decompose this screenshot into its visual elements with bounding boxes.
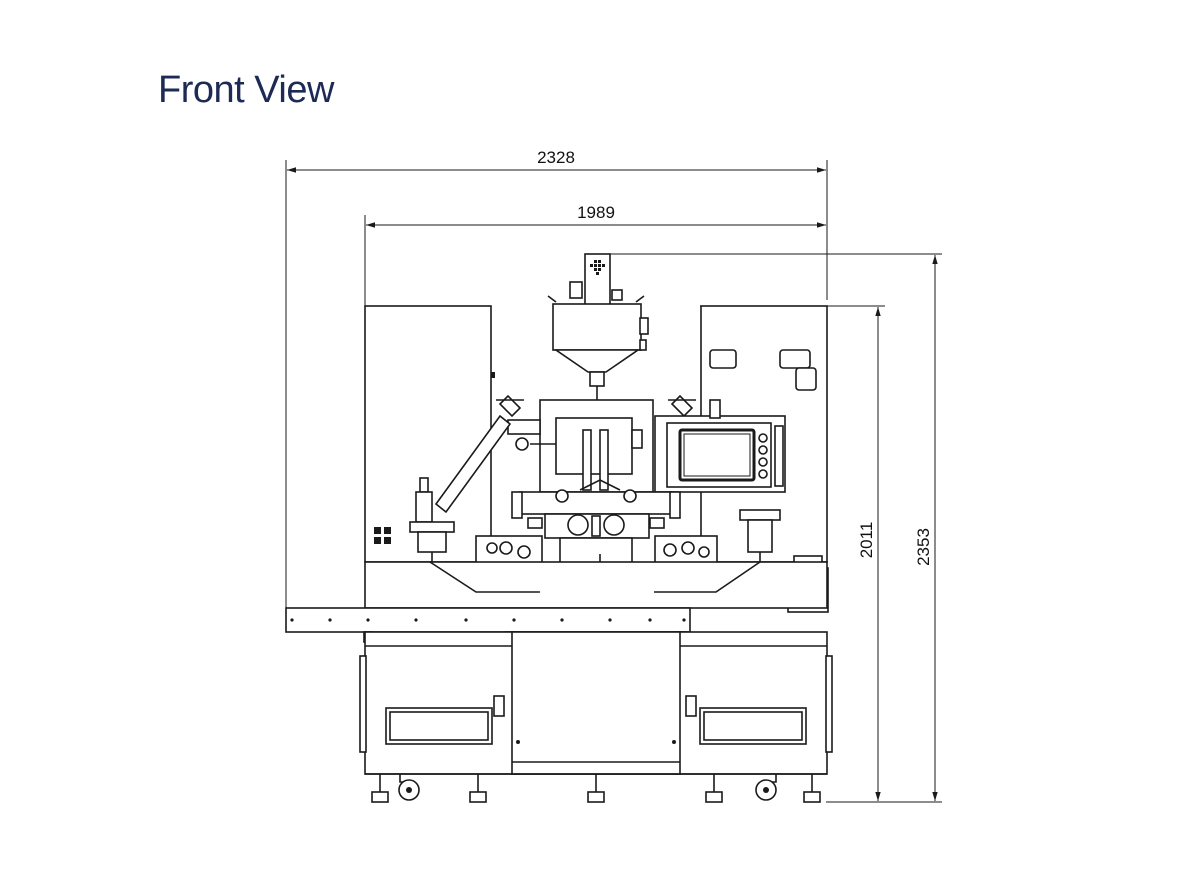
lower-base <box>359 631 833 775</box>
middle-body <box>364 561 828 609</box>
body-width-label: 1989 <box>577 203 615 222</box>
central-head <box>434 394 696 514</box>
upper-left-clamp <box>496 394 524 418</box>
foot-3 <box>587 774 605 803</box>
caster-1 <box>398 774 420 801</box>
feet-and-casters <box>371 774 821 803</box>
dimension-overall-height: 2353 <box>610 253 942 803</box>
foot-2 <box>469 774 487 803</box>
overall-height-label: 2353 <box>914 528 933 566</box>
foot-5 <box>803 774 821 803</box>
right-cylinder <box>739 509 781 562</box>
dimension-body-width: 1989 <box>364 203 826 306</box>
foot-1 <box>371 774 389 803</box>
body-height-label: 2011 <box>857 522 876 559</box>
touch-panel <box>654 415 786 493</box>
hopper-assembly <box>547 253 649 400</box>
overall-width-label: 2328 <box>537 148 575 167</box>
caster-2 <box>755 774 777 801</box>
page-title: Front View <box>158 69 334 111</box>
air-pipe <box>709 349 817 560</box>
left-cabinet-logo <box>374 527 391 544</box>
left-cylinder <box>409 477 455 562</box>
upper-right-clamp <box>668 394 696 418</box>
foot-4 <box>705 774 723 803</box>
dimension-overall-width: 2328 <box>285 148 828 612</box>
